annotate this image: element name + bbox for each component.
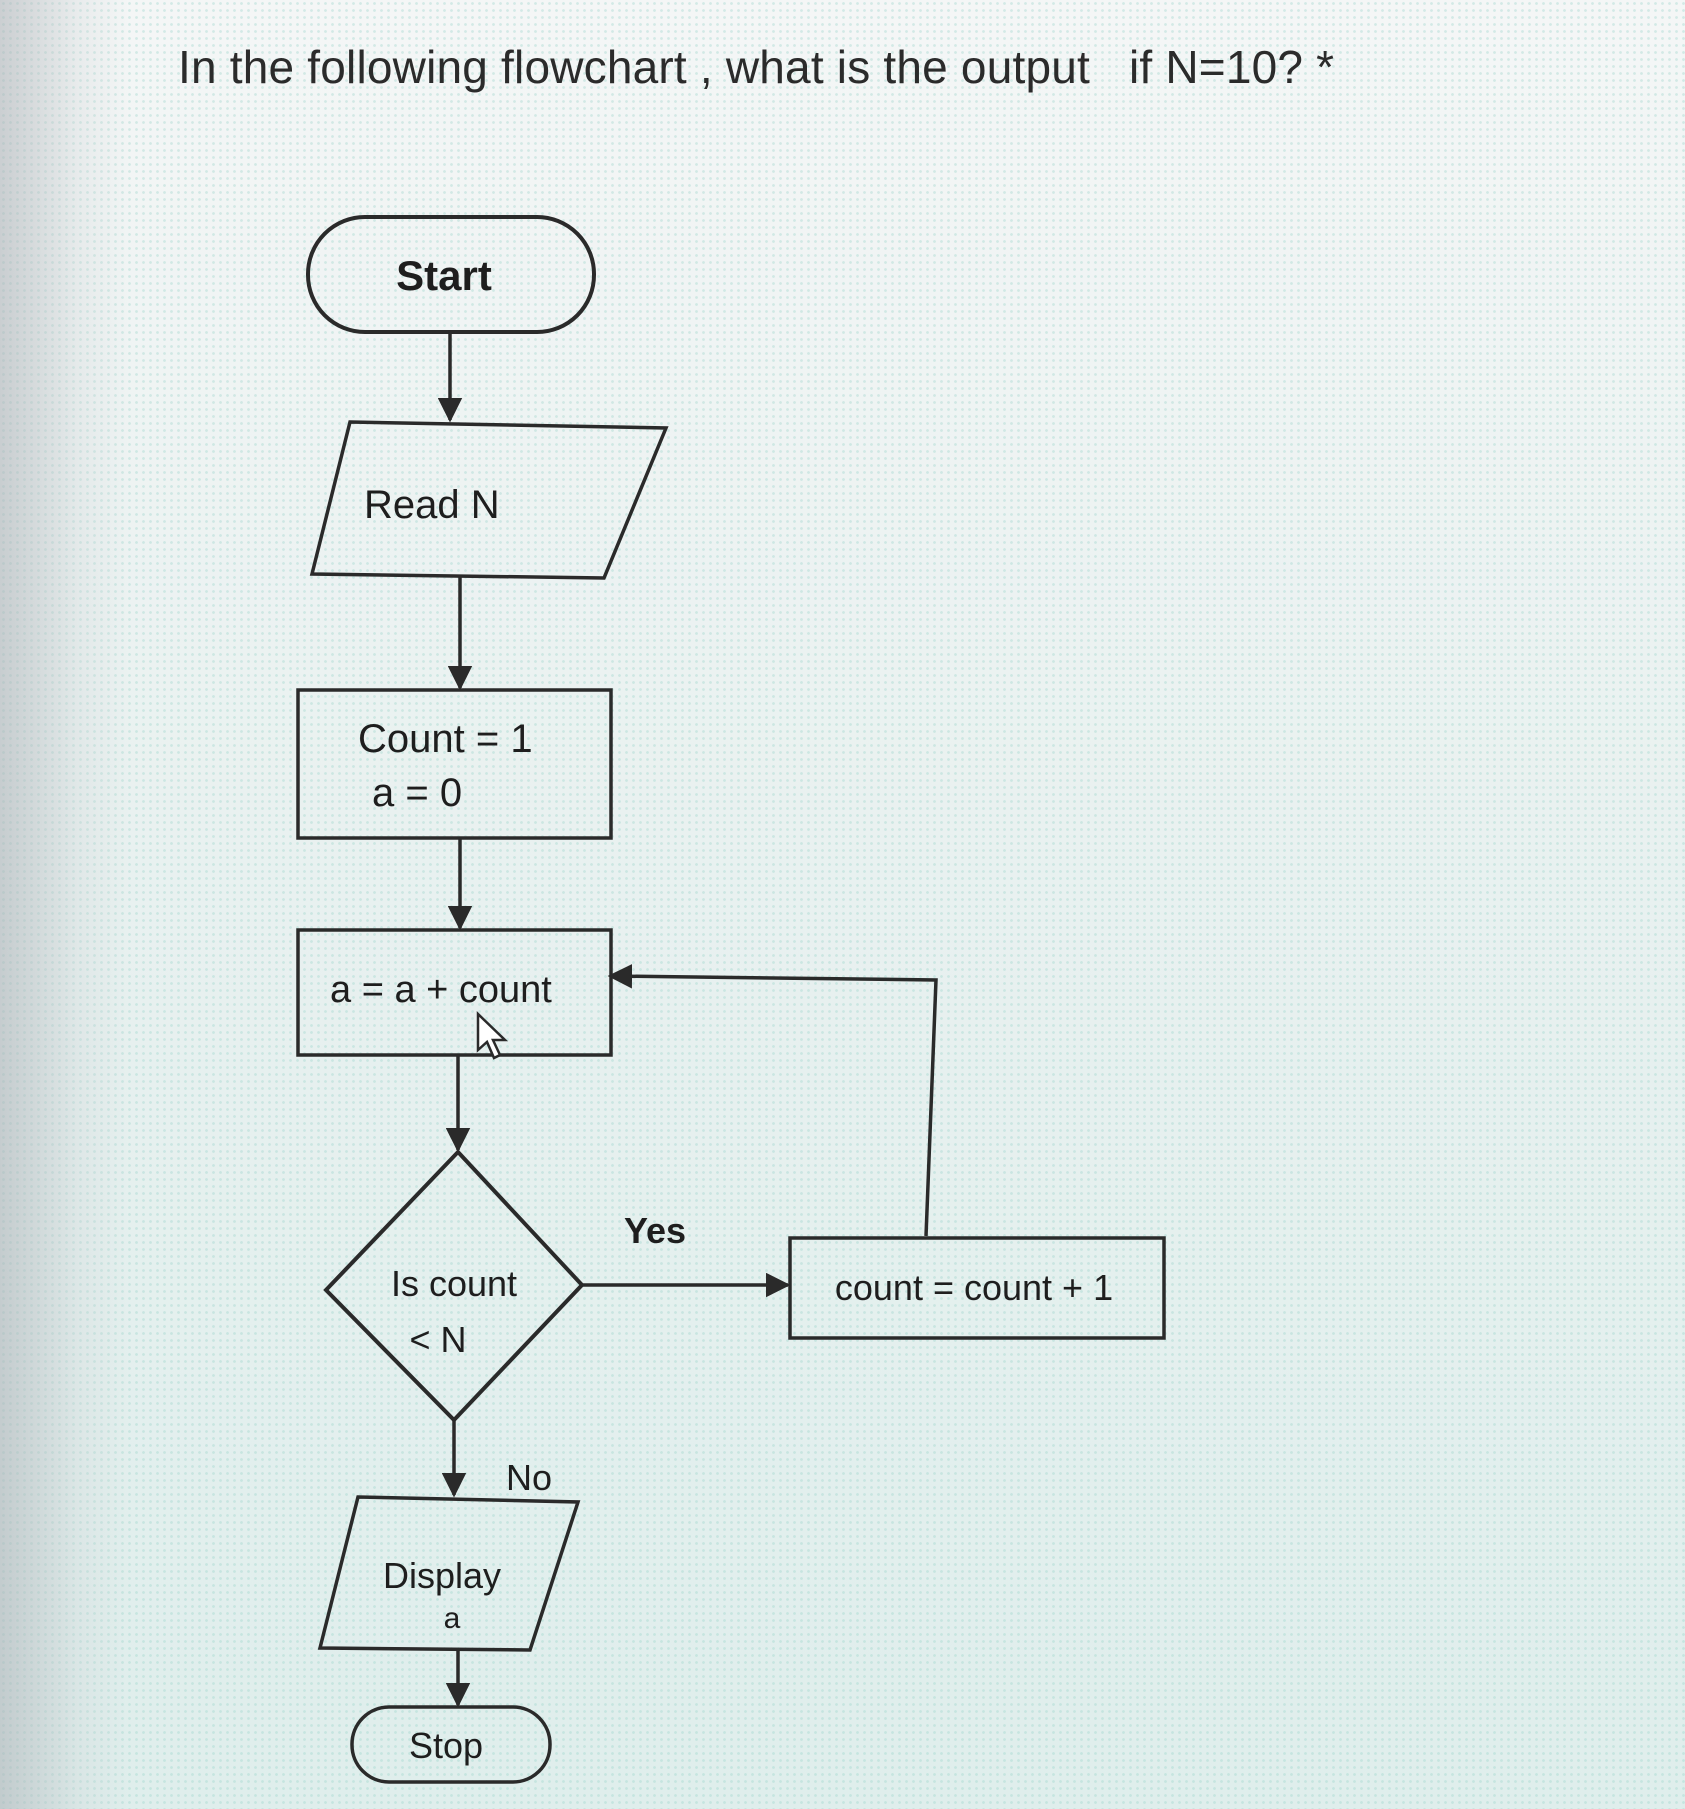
decision-label-1: Is count (391, 1263, 517, 1304)
arrow-loop-back (607, 964, 938, 1237)
stop-terminal (350, 1705, 552, 1784)
question-text: In the following flowchart , what is the… (178, 41, 1335, 93)
start-terminal (306, 215, 596, 334)
init-box (296, 688, 613, 840)
display-label-2: a (444, 1602, 461, 1635)
display-label-1: Display (383, 1555, 501, 1596)
output-display (317, 1495, 581, 1652)
decision-label-2: < N (409, 1319, 466, 1360)
screen-edge-shadow (0, 0, 130, 1809)
decision-diamond (323, 1149, 585, 1423)
process-label: a = a + count (330, 969, 552, 1011)
init-count-label: Count = 1 (358, 717, 533, 761)
read-n-label: Read N (364, 483, 500, 527)
process-box (296, 928, 613, 1057)
mouse-cursor-icon (476, 1011, 509, 1060)
stop-label: Stop (409, 1725, 483, 1766)
yes-label: Yes (624, 1210, 686, 1251)
increment-box (788, 1236, 1166, 1340)
increment-label: count = count + 1 (835, 1267, 1113, 1308)
input-read-n (309, 420, 669, 580)
init-a-label: a = 0 (372, 771, 462, 815)
start-label: Start (396, 252, 492, 299)
no-label: No (506, 1457, 552, 1498)
